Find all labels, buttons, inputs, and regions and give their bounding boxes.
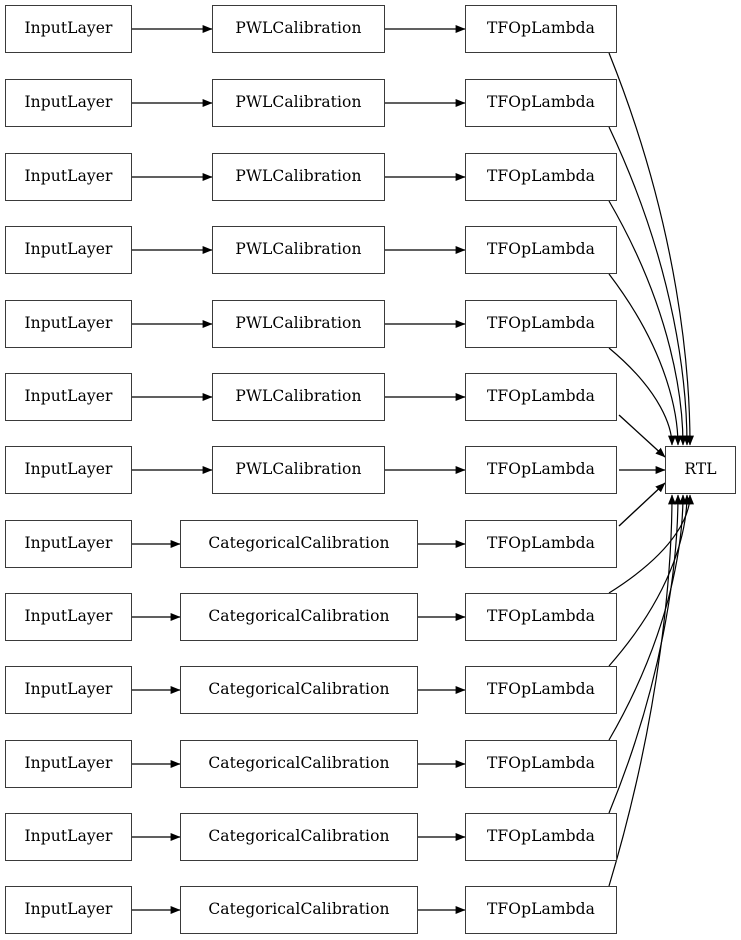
node-tf-op-lambda-4-label: TFOpLambda xyxy=(486,314,596,333)
node-tf-op-lambda-9-label: TFOpLambda xyxy=(486,680,596,699)
node-tf-op-lambda-5-label: TFOpLambda xyxy=(486,387,596,406)
node-tf-op-lambda-0[interactable]: TFOpLambda xyxy=(465,5,617,53)
node-input-layer-5-label: InputLayer xyxy=(24,387,113,406)
node-calibration-5[interactable]: PWLCalibration xyxy=(212,373,385,421)
node-tf-op-lambda-6[interactable]: TFOpLambda xyxy=(465,446,617,494)
node-tf-op-lambda-7-label: TFOpLambda xyxy=(486,534,596,553)
node-tf-op-lambda-10-label: TFOpLambda xyxy=(486,754,596,773)
node-input-layer-2-label: InputLayer xyxy=(24,167,113,186)
node-calibration-10[interactable]: CategoricalCalibration xyxy=(180,740,418,788)
node-tf-op-lambda-11-label: TFOpLambda xyxy=(486,827,596,846)
node-input-layer-1[interactable]: InputLayer xyxy=(5,79,132,127)
node-tf-op-lambda-10[interactable]: TFOpLambda xyxy=(465,740,617,788)
node-calibration-0[interactable]: PWLCalibration xyxy=(212,5,385,53)
node-input-layer-10-label: InputLayer xyxy=(24,754,113,773)
node-calibration-12[interactable]: CategoricalCalibration xyxy=(180,886,418,934)
node-calibration-12-label: CategoricalCalibration xyxy=(208,900,390,919)
node-input-layer-1-label: InputLayer xyxy=(24,93,113,112)
node-tf-op-lambda-8-label: TFOpLambda xyxy=(486,607,596,626)
edge-lambda-to-rtl-7 xyxy=(618,482,666,527)
node-calibration-9[interactable]: CategoricalCalibration xyxy=(180,666,418,714)
node-tf-op-lambda-11[interactable]: TFOpLambda xyxy=(465,813,617,861)
node-tf-op-lambda-2[interactable]: TFOpLambda xyxy=(465,153,617,201)
node-input-layer-8[interactable]: InputLayer xyxy=(5,593,132,641)
node-calibration-7[interactable]: CategoricalCalibration xyxy=(180,520,418,568)
node-calibration-7-label: CategoricalCalibration xyxy=(208,534,390,553)
node-tf-op-lambda-5[interactable]: TFOpLambda xyxy=(465,373,617,421)
node-input-layer-4[interactable]: InputLayer xyxy=(5,300,132,348)
node-calibration-3[interactable]: PWLCalibration xyxy=(212,226,385,274)
node-calibration-2-label: PWLCalibration xyxy=(235,167,362,186)
node-calibration-1[interactable]: PWLCalibration xyxy=(212,79,385,127)
node-input-layer-2[interactable]: InputLayer xyxy=(5,153,132,201)
node-tf-op-lambda-9[interactable]: TFOpLambda xyxy=(465,666,617,714)
node-tf-op-lambda-8[interactable]: TFOpLambda xyxy=(465,593,617,641)
node-input-layer-12[interactable]: InputLayer xyxy=(5,886,132,934)
node-calibration-11[interactable]: CategoricalCalibration xyxy=(180,813,418,861)
node-calibration-0-label: PWLCalibration xyxy=(235,19,362,38)
node-calibration-11-label: CategoricalCalibration xyxy=(208,827,390,846)
node-input-layer-7-label: InputLayer xyxy=(24,534,113,553)
node-calibration-1-label: PWLCalibration xyxy=(235,93,362,112)
node-input-layer-11[interactable]: InputLayer xyxy=(5,813,132,861)
edge-lambda-to-rtl-5 xyxy=(618,414,666,458)
node-calibration-10-label: CategoricalCalibration xyxy=(208,754,390,773)
edge-lambda-to-rtl-9 xyxy=(608,494,691,667)
node-input-layer-9[interactable]: InputLayer xyxy=(5,666,132,714)
node-calibration-6-label: PWLCalibration xyxy=(235,460,362,479)
node-tf-op-lambda-6-label: TFOpLambda xyxy=(486,460,596,479)
edge-lambda-to-rtl-12 xyxy=(608,494,676,887)
node-input-layer-9-label: InputLayer xyxy=(24,680,113,699)
node-tf-op-lambda-1[interactable]: TFOpLambda xyxy=(465,79,617,127)
node-calibration-3-label: PWLCalibration xyxy=(235,240,362,259)
node-calibration-8-label: CategoricalCalibration xyxy=(208,607,390,626)
node-input-layer-3-label: InputLayer xyxy=(24,240,113,259)
node-calibration-9-label: CategoricalCalibration xyxy=(208,680,390,699)
node-tf-op-lambda-1-label: TFOpLambda xyxy=(486,93,596,112)
edge-lambda-to-rtl-1 xyxy=(608,126,691,446)
node-input-layer-10[interactable]: InputLayer xyxy=(5,740,132,788)
node-calibration-2[interactable]: PWLCalibration xyxy=(212,153,385,201)
node-input-layer-0[interactable]: InputLayer xyxy=(5,5,132,53)
node-tf-op-lambda-12[interactable]: TFOpLambda xyxy=(465,886,617,934)
node-input-layer-8-label: InputLayer xyxy=(24,607,113,626)
node-input-layer-12-label: InputLayer xyxy=(24,900,113,919)
node-calibration-6[interactable]: PWLCalibration xyxy=(212,446,385,494)
node-tf-op-lambda-7[interactable]: TFOpLambda xyxy=(465,520,617,568)
node-calibration-4[interactable]: PWLCalibration xyxy=(212,300,385,348)
node-input-layer-6-label: InputLayer xyxy=(24,460,113,479)
node-input-layer-11-label: InputLayer xyxy=(24,827,113,846)
edge-lambda-to-rtl-3 xyxy=(608,273,682,446)
node-input-layer-7[interactable]: InputLayer xyxy=(5,520,132,568)
node-rtl-sink-label: RTL xyxy=(684,460,717,479)
node-calibration-4-label: PWLCalibration xyxy=(235,314,362,333)
node-tf-op-lambda-2-label: TFOpLambda xyxy=(486,167,596,186)
edge-lambda-to-rtl-2 xyxy=(608,200,687,446)
node-input-layer-3[interactable]: InputLayer xyxy=(5,226,132,274)
edge-lambda-to-rtl-11 xyxy=(608,494,682,814)
node-input-layer-0-label: InputLayer xyxy=(24,19,113,38)
node-input-layer-5[interactable]: InputLayer xyxy=(5,373,132,421)
node-input-layer-6[interactable]: InputLayer xyxy=(5,446,132,494)
edge-lambda-to-rtl-0 xyxy=(608,52,694,446)
node-tf-op-lambda-12-label: TFOpLambda xyxy=(486,900,596,919)
edge-lambda-to-rtl-4 xyxy=(608,347,676,446)
node-input-layer-4-label: InputLayer xyxy=(24,314,113,333)
node-calibration-5-label: PWLCalibration xyxy=(235,387,362,406)
node-rtl-sink[interactable]: RTL xyxy=(665,446,736,494)
node-tf-op-lambda-0-label: TFOpLambda xyxy=(486,19,596,38)
edge-lambda-to-rtl-8 xyxy=(608,494,694,594)
node-tf-op-lambda-4[interactable]: TFOpLambda xyxy=(465,300,617,348)
node-tf-op-lambda-3-label: TFOpLambda xyxy=(486,240,596,259)
node-calibration-8[interactable]: CategoricalCalibration xyxy=(180,593,418,641)
edge-lambda-to-rtl-10 xyxy=(608,494,687,741)
node-tf-op-lambda-3[interactable]: TFOpLambda xyxy=(465,226,617,274)
